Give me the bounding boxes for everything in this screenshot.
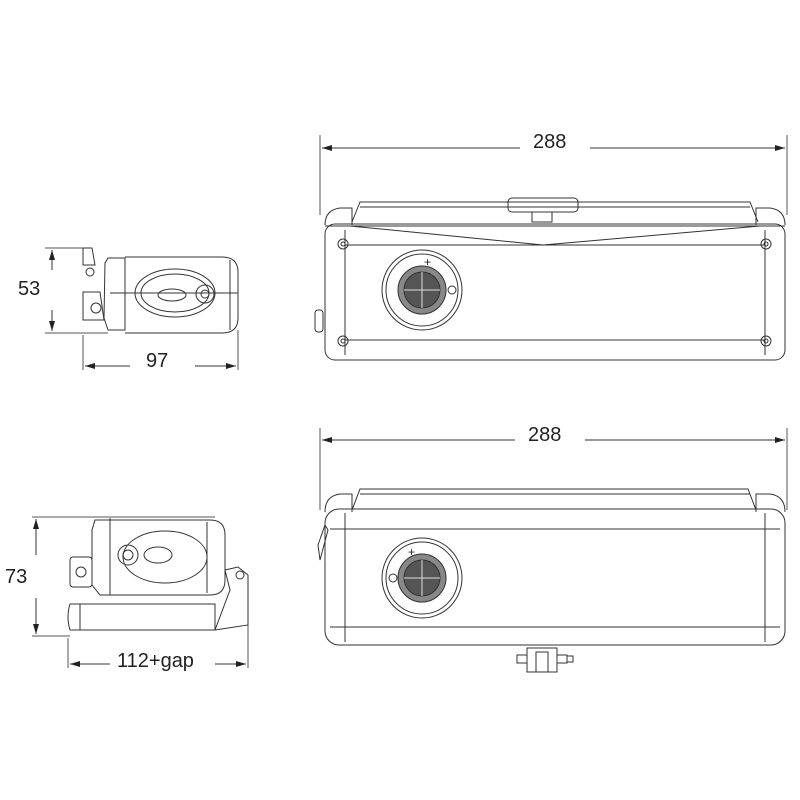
- dimension-label-top-side-width: 97: [142, 350, 173, 372]
- front-view-top: +: [314, 135, 788, 361]
- side-view-bottom: [32, 516, 249, 668]
- screw-icon: [337, 238, 772, 347]
- connector-icon: [516, 647, 574, 673]
- side-view-top: [45, 247, 239, 370]
- dimension-label-top-front-width: 288: [529, 131, 571, 153]
- svg-text:+: +: [408, 545, 415, 559]
- adjustment-dial-icon: +: [381, 249, 463, 331]
- dimension-label-bottom-side-height: 73: [1, 566, 32, 588]
- dimension-label-bottom-front-width: 288: [524, 424, 566, 446]
- front-view-bottom: +: [317, 428, 788, 673]
- dimension-label-top-side-height: 53: [14, 278, 45, 300]
- adjustment-dial-icon: +: [381, 537, 463, 619]
- svg-text:+: +: [424, 255, 431, 269]
- dimension-label-bottom-side-width: 112+gap: [113, 650, 198, 672]
